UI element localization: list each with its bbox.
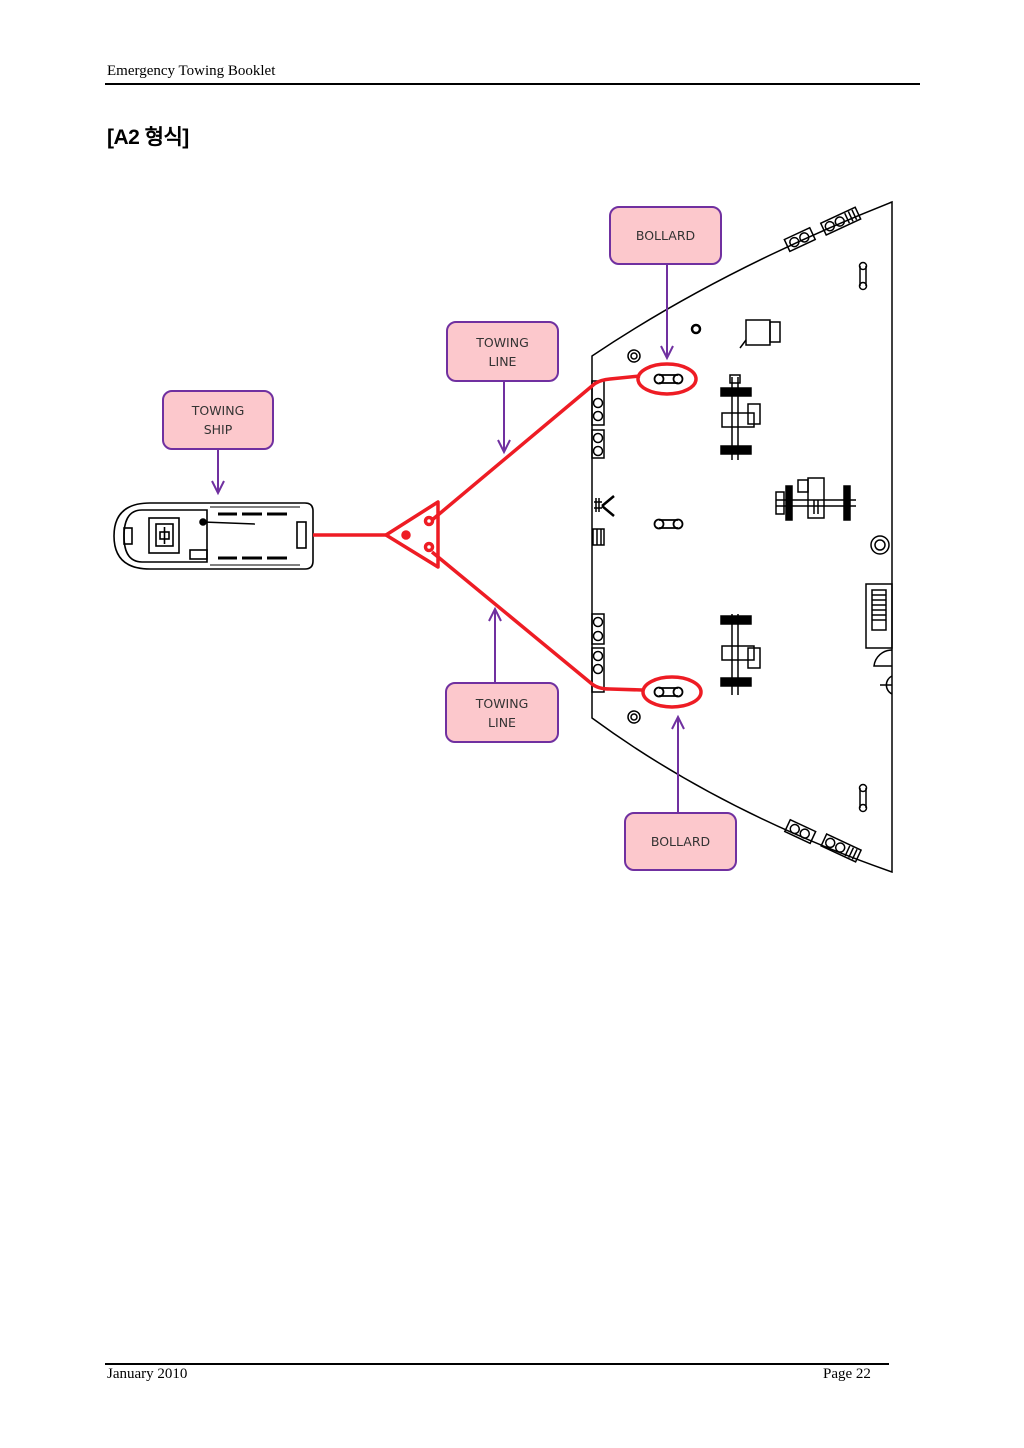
- page-header-title: Emergency Towing Booklet: [107, 63, 276, 79]
- tow-line-lower: [430, 550, 643, 692]
- section-title: [A2 형식]: [107, 126, 189, 149]
- bollard-top-highlight: [636, 362, 698, 396]
- arrow-bollard-top: [660, 265, 674, 361]
- footer-rule: [105, 1363, 889, 1365]
- deck-outline: [591, 200, 893, 874]
- footer-page-number: Page 22: [823, 1366, 871, 1382]
- side-bollard-bottom: [858, 783, 868, 813]
- callout-towing-line-bottom: TOWING LINE: [445, 682, 559, 743]
- callout-arrows: [211, 265, 685, 813]
- windlass-top: [720, 374, 761, 460]
- callout-bollard-top: BOLLARD: [609, 206, 722, 265]
- fairlead-bottom: [783, 818, 863, 863]
- bollard-bottom: [653, 686, 684, 698]
- footer-date: January 2010: [107, 1366, 188, 1382]
- tow-line-upper: [430, 374, 641, 522]
- bollard-middle: [653, 518, 684, 530]
- callout-towing-ship: TOWING SHIP: [162, 390, 274, 450]
- towed-vessel-deck: [591, 200, 893, 874]
- arrow-towing-ship: [211, 450, 225, 496]
- tow-line: [313, 374, 643, 692]
- deck-rings: [627, 323, 702, 724]
- bollard-bottom-highlight: [641, 675, 703, 709]
- deck-machinery: [739, 319, 893, 695]
- header-rule: [105, 83, 920, 85]
- side-bollard-top: [858, 261, 868, 291]
- fairlead-top: [783, 206, 862, 253]
- arrow-towing-line-top: [497, 382, 511, 455]
- callout-towing-line-top: TOWING LINE: [446, 321, 559, 382]
- tow-triangle: [384, 500, 440, 569]
- bollard-top: [653, 373, 684, 385]
- towing-ship: [113, 502, 314, 570]
- arrow-bollard-bottom: [671, 714, 685, 813]
- arrow-towing-line-bottom: [488, 606, 502, 683]
- callout-bollard-bottom: BOLLARD: [624, 812, 737, 871]
- winch-center: [775, 477, 856, 521]
- transom-fittings: [591, 380, 615, 693]
- windlass-bottom: [720, 614, 761, 695]
